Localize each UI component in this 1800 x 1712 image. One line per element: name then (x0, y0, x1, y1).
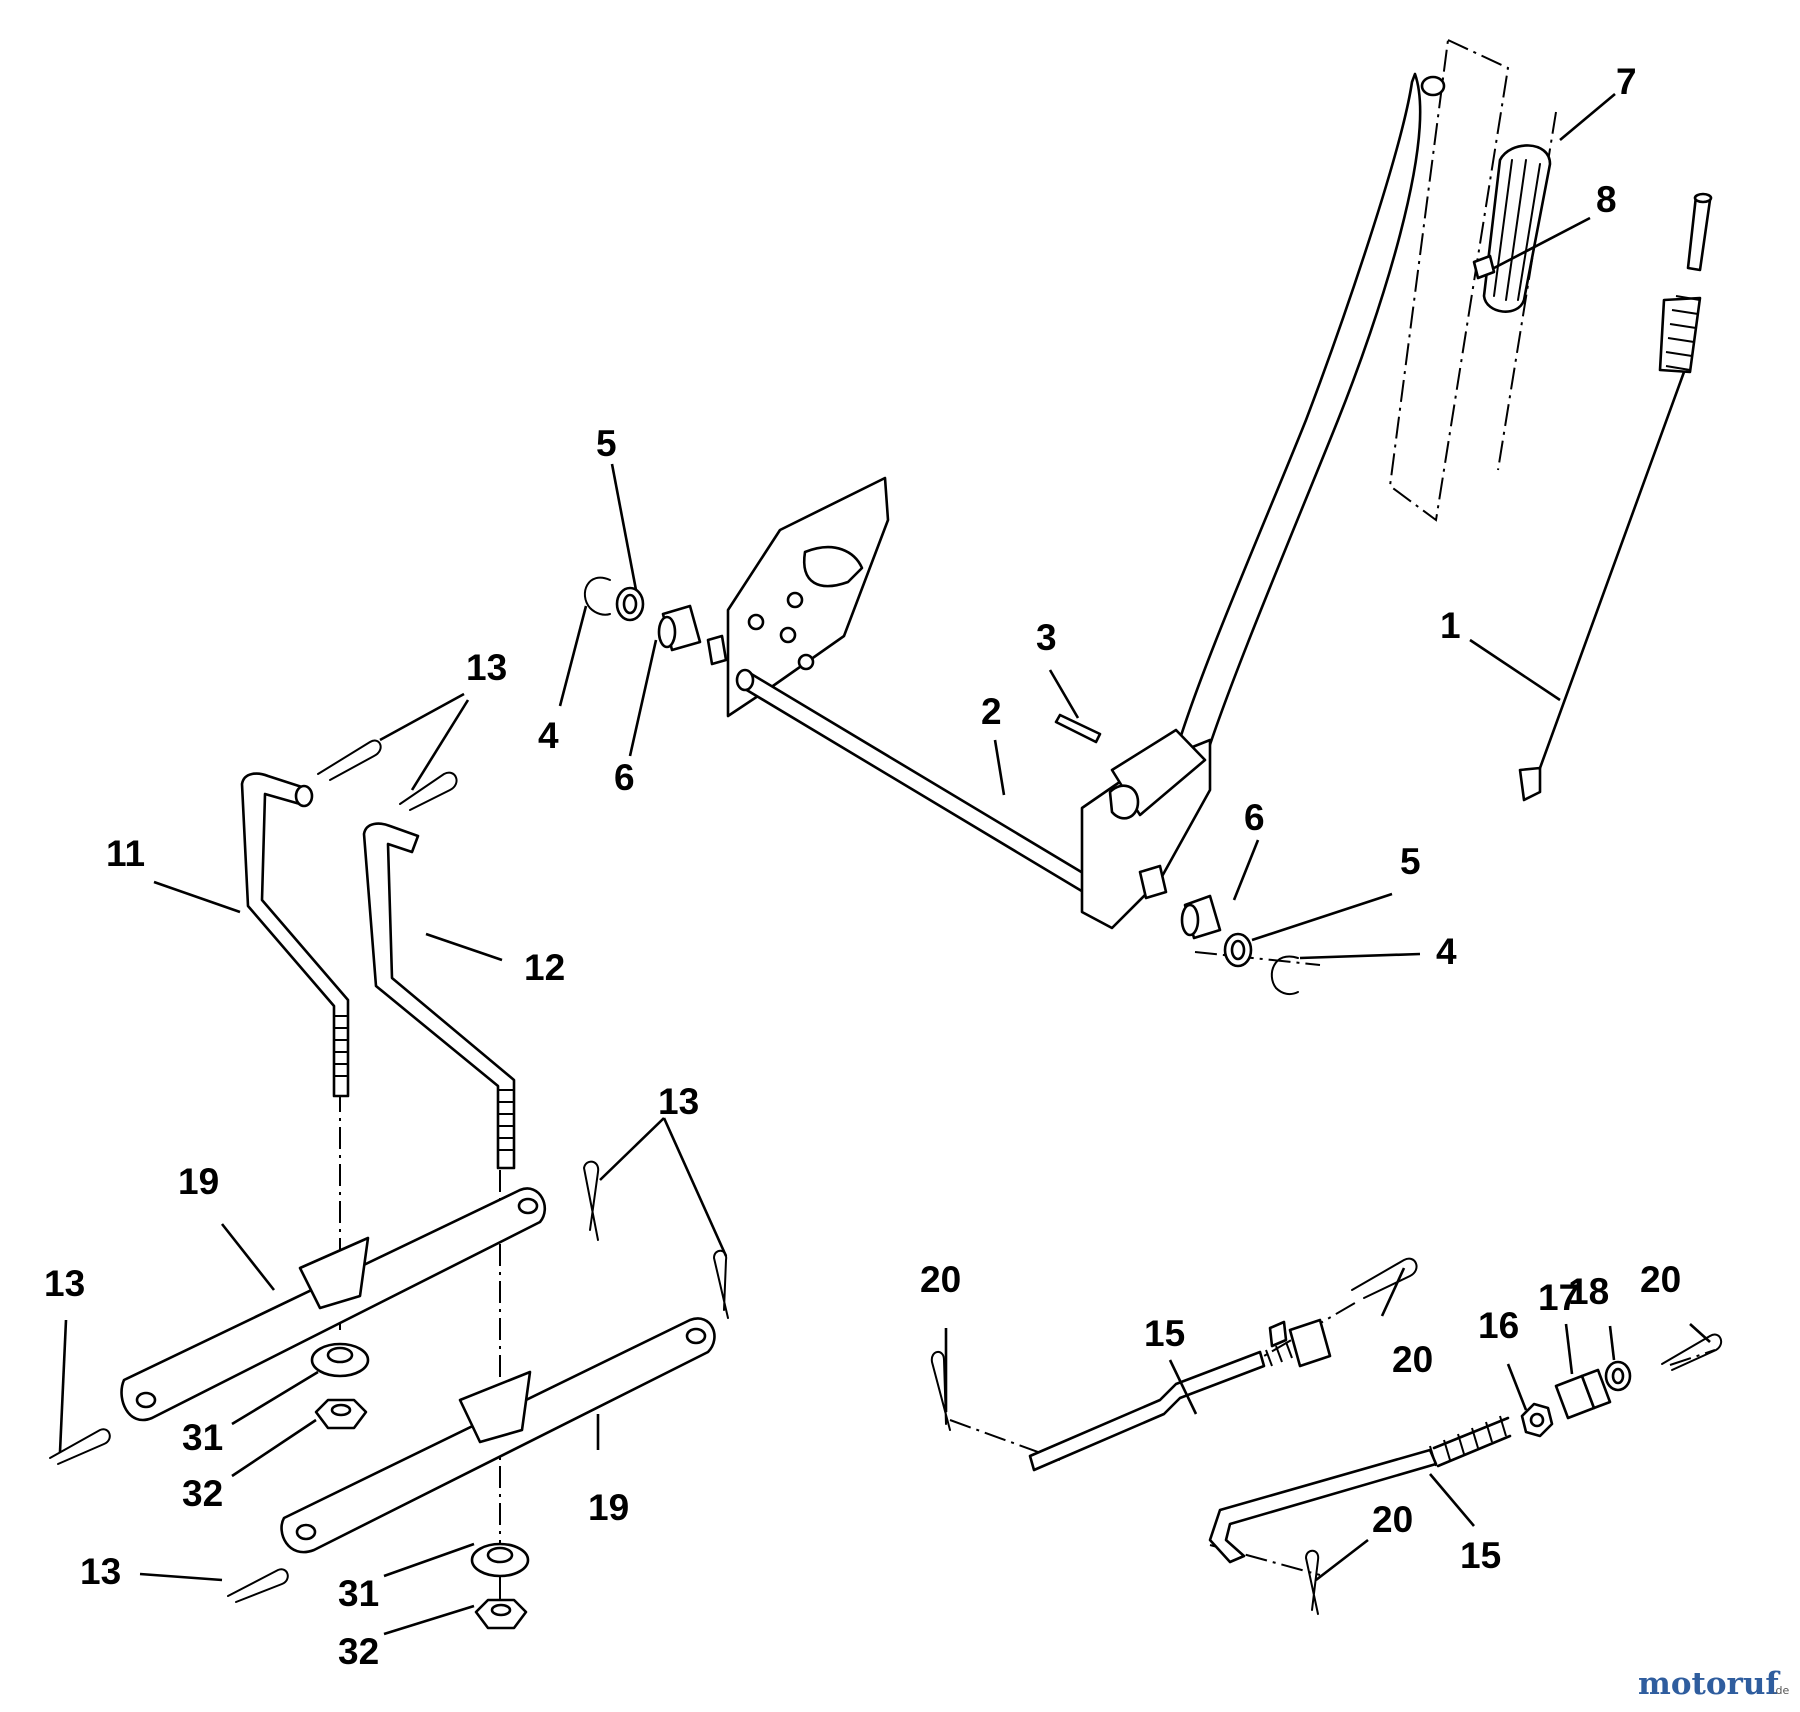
hairpin-clips-13 (49, 739, 729, 1603)
jam-nut-16 (1520, 1402, 1554, 1438)
callout-31-upper: 31 (182, 1417, 223, 1458)
callout-16: 16 (1478, 1305, 1519, 1346)
pivot-block (1080, 728, 1212, 930)
roll-pin (1054, 713, 1102, 744)
handle-grip (1472, 144, 1552, 313)
callout-7: 7 (1616, 61, 1637, 102)
leader-lines (58, 93, 1711, 1636)
spacer-31-lower (470, 1542, 530, 1578)
callout-31-lower: 31 (338, 1573, 379, 1614)
watermark-letter: f (1765, 1666, 1780, 1702)
cross-shaft (735, 668, 1110, 904)
swivel-block-17 (1554, 1368, 1612, 1420)
callout-4-left: 4 (538, 715, 559, 756)
svg-text:motoruf: motoruf (1638, 1666, 1780, 1702)
callout-13-bottom: 13 (80, 1551, 121, 1592)
callout-5-left: 5 (596, 423, 617, 464)
lift-arm-19-lower (280, 1317, 716, 1554)
cable (1518, 192, 1713, 802)
shaft-bushings (657, 604, 1222, 940)
ferrule-18 (1604, 1360, 1632, 1392)
watermark-letter: o (1671, 1666, 1692, 1702)
watermark-letter: o (1706, 1666, 1727, 1702)
callout-2: 2 (981, 691, 1002, 732)
watermark-letter: r (1727, 1666, 1744, 1702)
callout-32-lower: 32 (338, 1631, 379, 1672)
callout-32-upper: 32 (182, 1473, 223, 1514)
watermark-letter: u (1743, 1666, 1766, 1702)
control-rod-15-lower (1208, 1415, 1512, 1564)
lift-link-12 (362, 822, 516, 1170)
spacer-31-upper (310, 1342, 370, 1378)
nut-32-upper (314, 1398, 368, 1430)
callout-20-left: 20 (920, 1259, 961, 1300)
washers (615, 586, 1253, 968)
callout-19-upper: 19 (178, 1161, 219, 1202)
callout-6-right: 6 (1244, 797, 1265, 838)
callout-13-top: 13 (466, 647, 507, 688)
lift-handle (1174, 72, 1446, 762)
callout-17: 17 (1538, 1277, 1579, 1318)
retaining-rings (583, 576, 1299, 996)
nut-32-lower (474, 1598, 528, 1630)
watermark-letter: m (1638, 1666, 1671, 1702)
callout-20-bottom: 20 (1372, 1499, 1413, 1540)
callout-20-right: 20 (1640, 1259, 1681, 1300)
watermark: motoruf .de (1638, 1666, 1789, 1702)
callout-13-left: 13 (44, 1263, 85, 1304)
callout-labels: 1 2 3 4 4 5 5 6 6 7 8 11 12 13 13 13 13 … (44, 61, 1681, 1672)
callout-1: 1 (1440, 605, 1461, 646)
hairpin-clips-20 (930, 1257, 1723, 1615)
callout-19-lower: 19 (588, 1487, 629, 1528)
bracket-plate (726, 476, 890, 718)
callout-4-right: 4 (1436, 931, 1457, 972)
callout-12: 12 (524, 947, 565, 988)
callout-15-upper: 15 (1144, 1313, 1185, 1354)
callout-20-mid: 20 (1392, 1339, 1433, 1380)
watermark-suffix: .de (1772, 1684, 1789, 1697)
watermark-letter: t (1692, 1666, 1707, 1702)
lift-arm-19-upper (120, 1187, 546, 1422)
lift-link-11 (240, 772, 350, 1098)
callout-11: 11 (106, 833, 145, 874)
callout-5-right: 5 (1400, 841, 1421, 882)
callout-3: 3 (1036, 617, 1057, 658)
callout-15-lower: 15 (1460, 1535, 1501, 1576)
callout-8: 8 (1596, 179, 1617, 220)
control-rod-15-upper (1028, 1318, 1332, 1472)
callout-18: 18 (1568, 1271, 1609, 1312)
callout-6-left: 6 (614, 757, 635, 798)
callout-13-mid: 13 (658, 1081, 699, 1122)
